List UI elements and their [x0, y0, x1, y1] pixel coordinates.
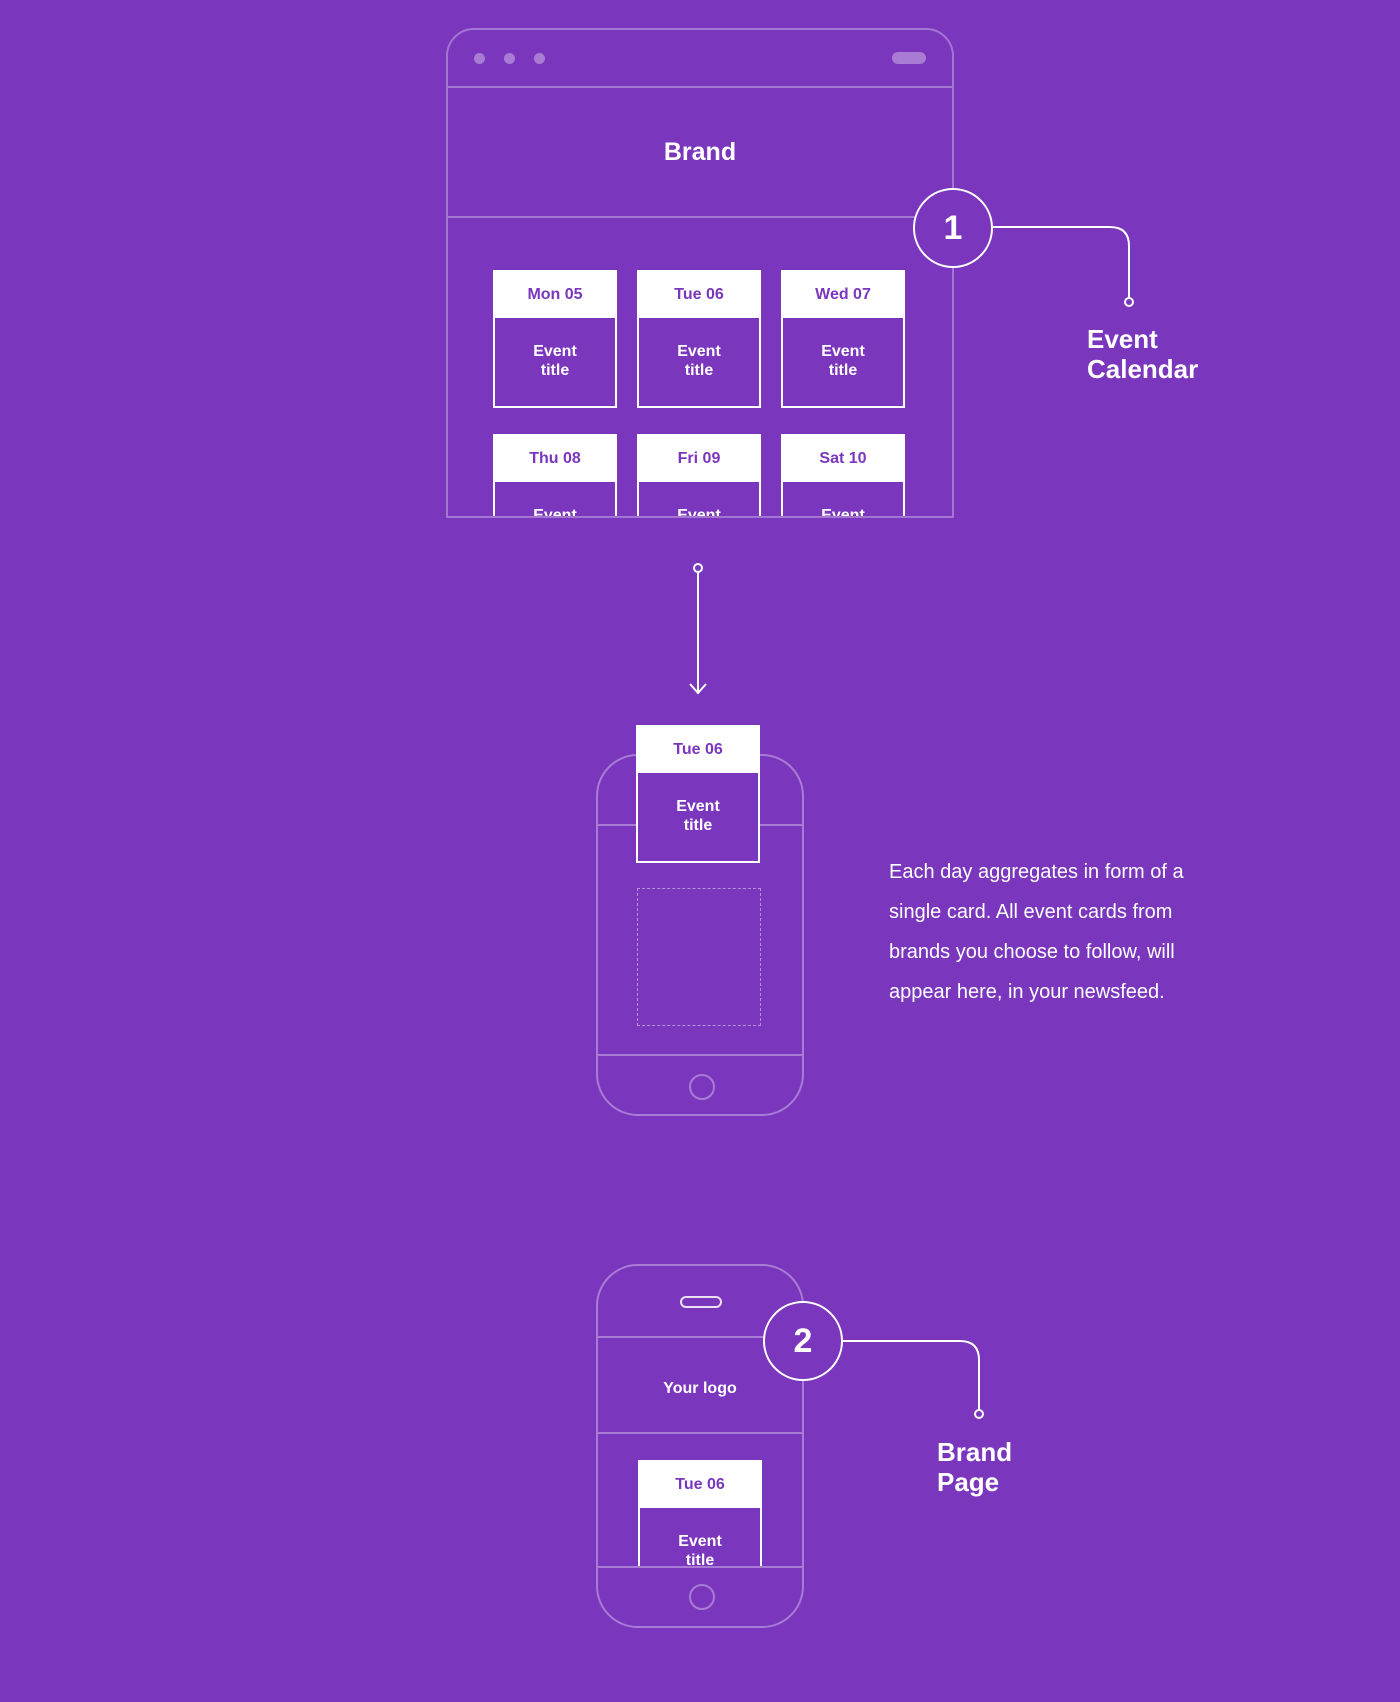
card-date: Mon 05 [495, 272, 615, 318]
card-date: Wed 07 [783, 272, 903, 318]
window-dot-icon [504, 53, 515, 64]
arrow-start [693, 563, 703, 573]
callout1-connector-end [1124, 297, 1134, 307]
card-event-title: Event title [638, 773, 758, 835]
card-event-line: Event [678, 1533, 722, 1550]
card-event-title: Event title [640, 1508, 760, 1570]
arrow-head-icon [689, 683, 707, 695]
speaker-icon [680, 1296, 722, 1308]
phone-divider [598, 1432, 802, 1434]
label-line: Calendar [1087, 354, 1199, 384]
brand-page-label: Brand Page [937, 1437, 1012, 1497]
brand-phone: Your logo Tue 06 Event title [596, 1264, 804, 1628]
callout2-connector-end [974, 1409, 984, 1419]
step-2-badge: 2 [763, 1301, 843, 1381]
day-card-sat[interactable]: Sat 10 Event [781, 434, 905, 518]
card-date: Tue 06 [638, 727, 758, 773]
home-button-icon [689, 1074, 715, 1100]
window-dot-icon [474, 53, 485, 64]
card-date: Thu 08 [495, 436, 615, 482]
event-calendar-label: Event Calendar [1087, 324, 1198, 384]
brand-header: Brand [448, 88, 952, 218]
label-line: Page [937, 1467, 1000, 1497]
card-event-title: Event [821, 507, 865, 518]
card-date: Fri 09 [639, 436, 759, 482]
home-button-icon [689, 1584, 715, 1610]
card-event-title: Event [533, 507, 577, 518]
card-event-line: Event [676, 798, 720, 815]
your-logo: Your logo [663, 1380, 737, 1397]
day-card-fri[interactable]: Fri 09 Event [637, 434, 761, 518]
label-line: Brand [937, 1437, 1013, 1467]
callout1-connector [993, 226, 1130, 298]
placeholder-card [637, 888, 761, 1026]
phone-divider [598, 1054, 802, 1056]
phone-divider [598, 1336, 802, 1338]
day-card-thu[interactable]: Thu 08 Event [493, 434, 617, 518]
brand-title: Brand [663, 137, 737, 166]
step-1-badge: 1 [913, 188, 993, 268]
feed-day-card[interactable]: Tue 06 Event title [636, 725, 760, 863]
card-date: Sat 10 [783, 436, 903, 482]
card-event-line: title [685, 1552, 715, 1569]
window-dot-icon [534, 53, 545, 64]
card-date: Tue 06 [640, 1462, 760, 1508]
card-date: Tue 06 [639, 272, 759, 318]
card-event-title: Event [677, 507, 721, 518]
feed-description: Each day aggregates in form of a single … [889, 861, 1184, 1003]
window-control-icon [892, 52, 926, 64]
callout2-connector [843, 1340, 980, 1410]
label-line: Event [1087, 324, 1158, 354]
card-event-line: title [683, 817, 713, 834]
browser-top-bar [448, 30, 952, 88]
